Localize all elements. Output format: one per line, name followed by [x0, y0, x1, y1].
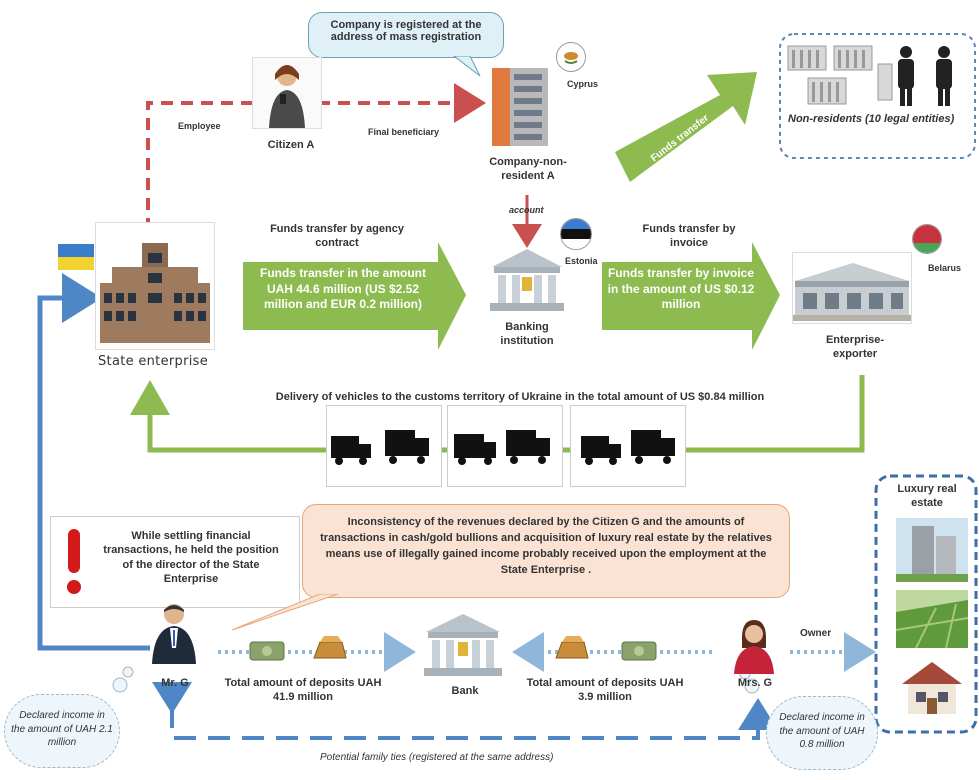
belarus-flag-icon	[912, 224, 942, 254]
luxury-real-estate-label: Luxury real estate	[897, 483, 957, 510]
state-enterprise-label: State enterprise	[98, 354, 208, 369]
arrow-agency-contract	[243, 242, 466, 350]
declared-income-left-text: Declared income in the amount of UAH 2.1…	[11, 710, 113, 748]
buildings-people-icon	[787, 45, 952, 106]
inconsistency-box: Inconsistency of the revenues declared b…	[302, 504, 790, 598]
exclamation-icon	[67, 529, 81, 594]
luxury-house-image	[896, 656, 968, 720]
luxury-land-image	[895, 590, 969, 649]
deposits-right-label: Total amount of deposits UAH 3.9 million	[526, 677, 684, 704]
delivery-label: Delivery of vehicles to the customs terr…	[275, 391, 765, 403]
truck-icon	[454, 430, 550, 465]
deposits-left-label: Total amount of deposits UAH 41.9 millio…	[224, 677, 382, 704]
enterprise-exporter-label: Enterprise-exporter	[825, 334, 885, 361]
declared-income-left-cloud: Declared income in the amount of UAH 2.1…	[4, 694, 120, 768]
banking-institution-image	[486, 245, 568, 313]
transfer-agency-arrow-text: Funds transfer in the amount UAH 44.6 mi…	[259, 266, 426, 312]
bank-label: Bank	[451, 685, 479, 697]
mass-registration-text: Company is registered at the address of …	[330, 19, 482, 43]
mrs-g-label: Mrs. G	[737, 677, 773, 689]
state-enterprise-image	[95, 222, 215, 350]
ukraine-flag-icon	[58, 244, 94, 270]
mrs-g-image	[728, 618, 780, 674]
trucks-group-1	[326, 405, 442, 487]
businessman-icon	[152, 604, 196, 664]
company-building-image	[484, 58, 560, 148]
businesswoman-icon	[734, 620, 774, 674]
transfer-invoice-arrow-text: Funds transfer by invoice in the amount …	[607, 266, 755, 312]
bubble-tail	[453, 56, 481, 77]
mass-registration-bubble: Company is registered at the address of …	[308, 12, 504, 58]
gold-bullion-icon	[310, 634, 348, 664]
citizen-a-image	[252, 57, 322, 129]
banking-institution-label: Banking institution	[500, 321, 554, 348]
mr-g-image	[148, 600, 200, 664]
gold-bullion-icon-right	[552, 634, 590, 664]
cyprus-label: Cyprus	[567, 79, 599, 89]
bank-icon	[424, 614, 502, 676]
state-building-icon	[100, 243, 210, 343]
warning-box: While settling financial transactions, h…	[50, 516, 300, 608]
mr-g-label: Mr. G	[161, 677, 189, 689]
transfer-agency-caption: Funds transfer by agency contract	[270, 223, 404, 250]
house-icon	[902, 662, 962, 714]
family-ties-label: Potential family ties (registered at the…	[320, 752, 554, 763]
office-building-icon	[492, 68, 548, 146]
inconsistency-tail	[231, 594, 339, 631]
bank-icon	[490, 249, 564, 311]
trucks-group-3	[570, 405, 686, 487]
luxury-frame	[874, 474, 978, 734]
truck-icon	[331, 430, 429, 465]
company-non-resident-label: Company-non-resident A	[489, 156, 567, 183]
non-residents-images	[786, 40, 971, 110]
non-residents-frame	[779, 33, 976, 159]
family-ties-link	[152, 682, 778, 740]
arrow-funds-transfer	[615, 72, 757, 182]
citizen-a-label: Citizen A	[267, 139, 315, 151]
factory-icon	[793, 263, 911, 321]
declared-income-right-cloud: Declared income in the amount of UAH 0.8…	[766, 696, 878, 770]
arrow-invoice	[602, 242, 780, 350]
truck-icon	[581, 430, 675, 465]
land-plot-icon	[895, 600, 969, 649]
owner-label: Owner	[800, 628, 832, 639]
warning-text: While settling financial transactions, h…	[103, 530, 279, 585]
woman-phone-icon	[269, 65, 305, 128]
cash-icon-right	[620, 636, 660, 664]
trucks-group-2	[447, 405, 563, 487]
account-label: account	[509, 205, 544, 215]
employee-link	[128, 101, 260, 274]
declared-income-right-text: Declared income in the amount of UAH 0.8…	[779, 712, 865, 750]
bank-image	[420, 610, 506, 680]
cash-icon	[248, 636, 288, 664]
estonia-flag-icon	[560, 218, 592, 250]
inconsistency-text: Inconsistency of the revenues declared b…	[320, 516, 772, 576]
belarus-label: Belarus	[928, 263, 962, 273]
employee-label: Employee	[178, 121, 221, 131]
enterprise-exporter-image	[792, 252, 912, 324]
apartment-icon	[896, 526, 968, 582]
director-link	[37, 273, 150, 651]
cyprus-flag-icon	[556, 42, 586, 72]
estonia-label: Estonia	[565, 256, 598, 266]
luxury-building-image	[896, 518, 968, 582]
non-residents-label: Non-residents (10 legal entities)	[788, 113, 955, 125]
transfer-invoice-caption: Funds transfer by invoice	[642, 223, 736, 250]
final-beneficiary-label: Final beneficiary	[368, 127, 440, 137]
